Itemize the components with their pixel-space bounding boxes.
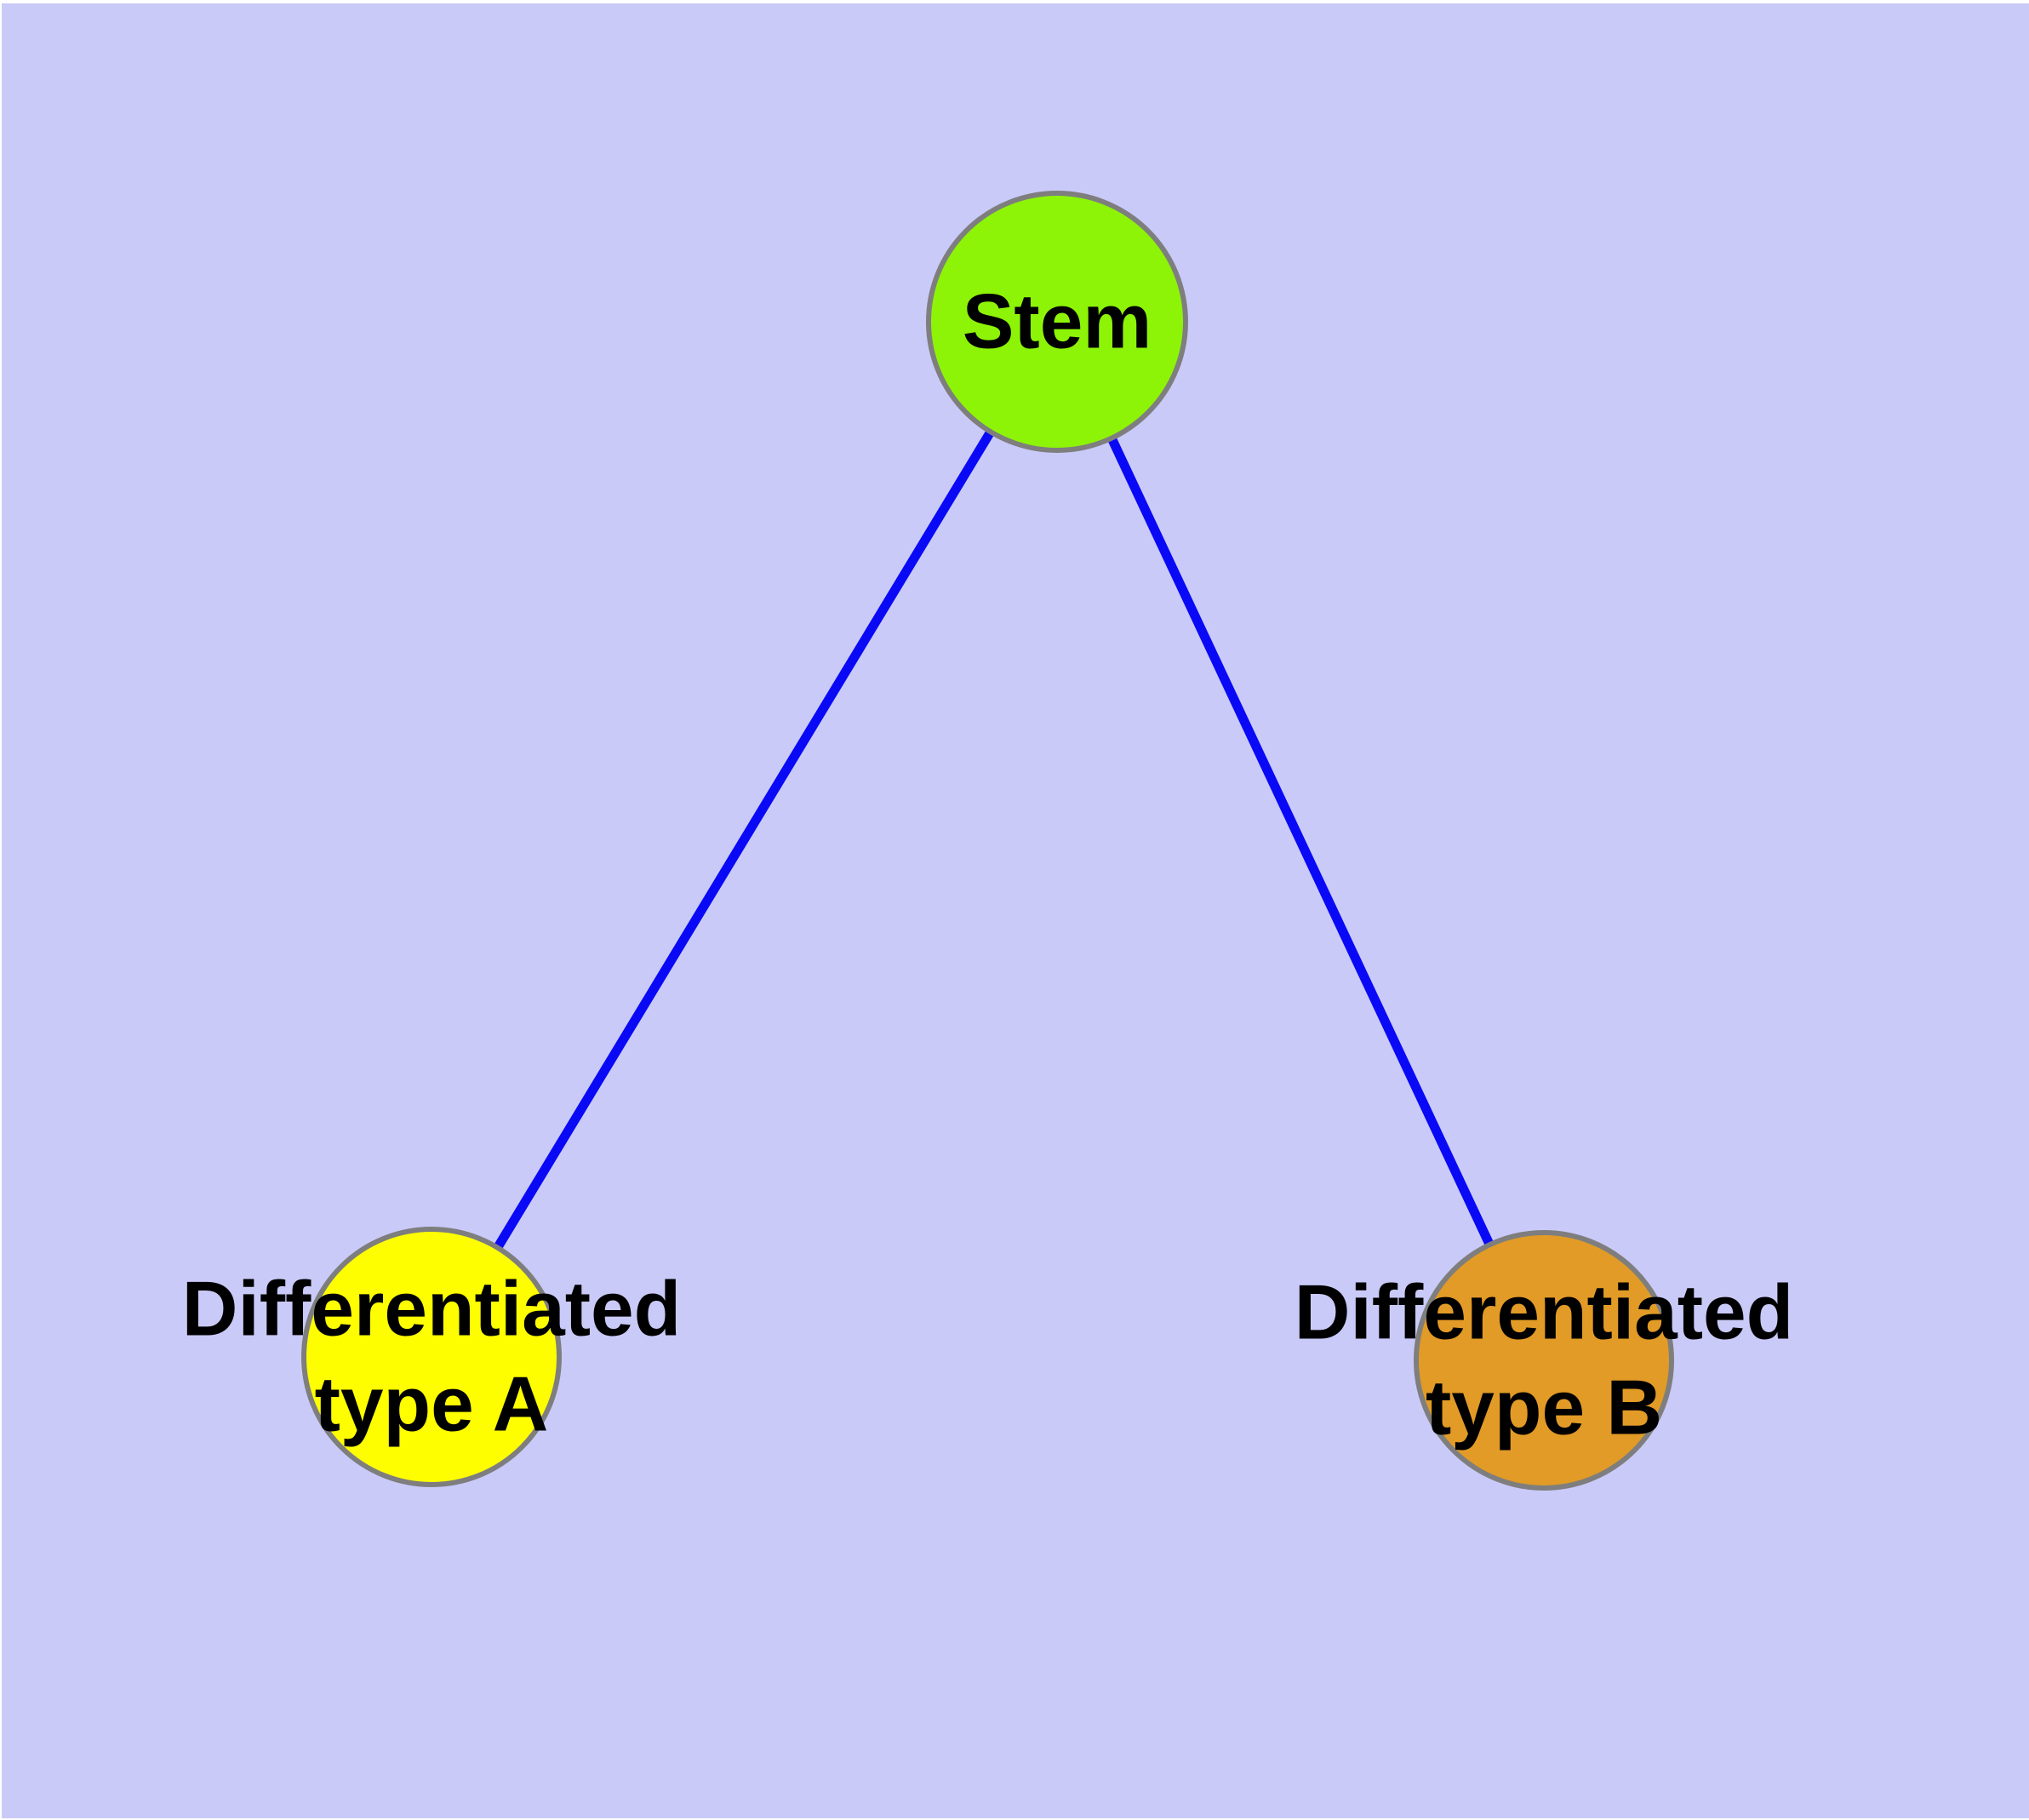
nodes-layer xyxy=(301,191,1674,1491)
edge-stem-to-differentiated-type-b xyxy=(1053,319,1548,1363)
node-label-line: type A xyxy=(315,1362,549,1448)
edges-layer xyxy=(427,319,1548,1363)
edge-stem-to-differentiated-type-a xyxy=(427,319,1061,1359)
node-differentiated-type-b xyxy=(1414,1230,1674,1491)
node-label-line: Stem xyxy=(963,279,1152,365)
node-label-line: Differentiated xyxy=(1295,1270,1794,1356)
node-label-differentiated-type-b: Differentiated type B xyxy=(1295,1270,1794,1451)
node-label-differentiated-type-a: Differentiated type A xyxy=(182,1267,682,1448)
node-label-stem: Stem xyxy=(963,279,1152,365)
node-stem xyxy=(926,191,1188,453)
node-label-line: type B xyxy=(1426,1365,1662,1451)
node-differentiated-type-a xyxy=(301,1227,562,1487)
node-label-line: Differentiated xyxy=(182,1267,682,1353)
